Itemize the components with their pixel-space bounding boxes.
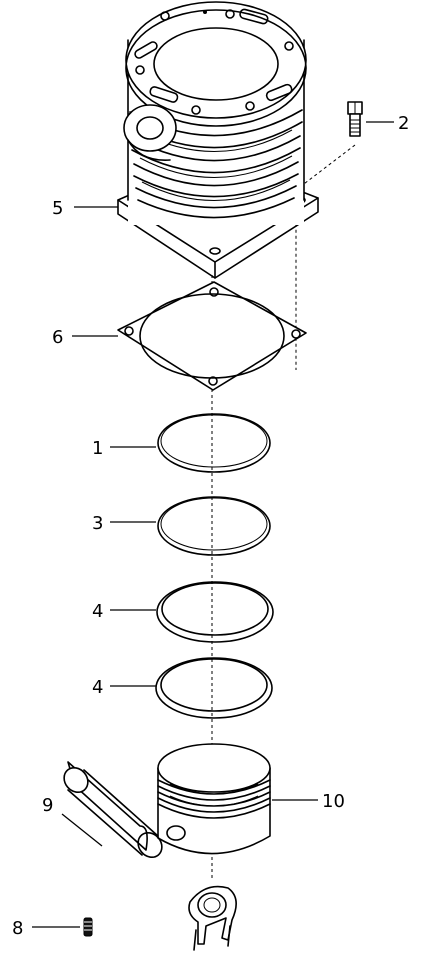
bolt-part [347, 101, 363, 137]
connecting-rod [188, 885, 237, 951]
piston-ring-4-lower [155, 657, 273, 719]
leader-9 [61, 813, 103, 847]
callout-2: 2 [398, 113, 409, 134]
callout-5: 5 [52, 198, 63, 219]
piston-ring-3 [157, 496, 271, 556]
cylinder-bore [153, 27, 279, 101]
bolt-axis-line [295, 144, 356, 370]
piston-pin-hole [166, 825, 186, 841]
piston-part [157, 743, 271, 855]
callout-8: 8 [12, 918, 23, 939]
callout-10: 10 [322, 791, 345, 812]
callout-9: 9 [42, 795, 53, 816]
piston-pin-part [63, 761, 163, 859]
gasket-part [117, 281, 307, 391]
callout-3: 3 [92, 513, 103, 534]
callout-6: 6 [52, 327, 63, 348]
callout-1: 1 [92, 438, 103, 459]
callout-4-upper: 4 [92, 601, 103, 622]
piston-ring-4-upper [156, 581, 274, 643]
cylinder-part [117, 1, 319, 279]
cylinder-side-port [123, 104, 177, 152]
callout-4-lower: 4 [92, 677, 103, 698]
set-screw-part [83, 917, 93, 937]
piston-ring-1 [157, 413, 271, 473]
